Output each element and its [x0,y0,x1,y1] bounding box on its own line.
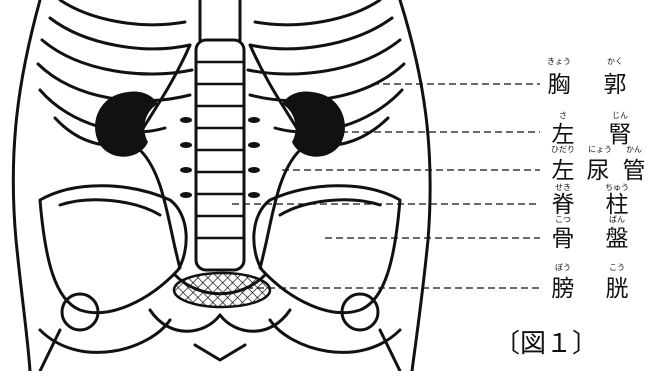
label-kanji: 左 [552,158,575,184]
label-ruby: こう [609,263,625,272]
label-ruby: かん [626,145,642,154]
label-ruby: せき [555,183,571,192]
label-ruby: にょう [588,145,612,154]
bladder [174,273,270,307]
label-bladder: ぼう 膀 こう 胱 [552,263,629,302]
label-kanji: 管 [623,158,646,184]
label-left-kidney: さ 左 じん 腎 [552,111,632,148]
label-ruby: きょう [547,57,571,66]
label-ruby: さ [559,111,567,120]
label-kanji: 胱 [606,276,629,302]
label-left-ureter: ひだり 左 にょう 尿 かん 管 [551,145,646,184]
label-kanji: 膀 [552,276,575,302]
label-ruby: こつ [555,215,571,224]
leader-lines [232,84,540,288]
left-kidney [282,92,345,157]
label-spine: せき 脊 ちゅう 柱 [552,183,630,218]
label-thorax: きょう 胸 かく 郭 [547,57,627,98]
spine [180,40,260,270]
label-kanji: 骨 [552,226,575,252]
label-kanji: 尿 [587,158,610,184]
label-ruby: ぼう [555,263,571,272]
label-ruby: かく [607,57,623,66]
label-kanji: 郭 [604,72,627,98]
label-kanji: 胸 [548,72,571,98]
label-ruby: ばん [609,215,625,224]
label-ruby: ちゅう [605,183,629,192]
label-ruby: じん [612,111,628,120]
label-pelvis: こつ 骨 ばん 盤 [552,215,629,252]
right-kidney [95,92,158,157]
label-ruby: ひだり [551,145,575,154]
figure-caption: 〔図１〕 [494,329,598,359]
label-kanji: 盤 [606,226,629,252]
